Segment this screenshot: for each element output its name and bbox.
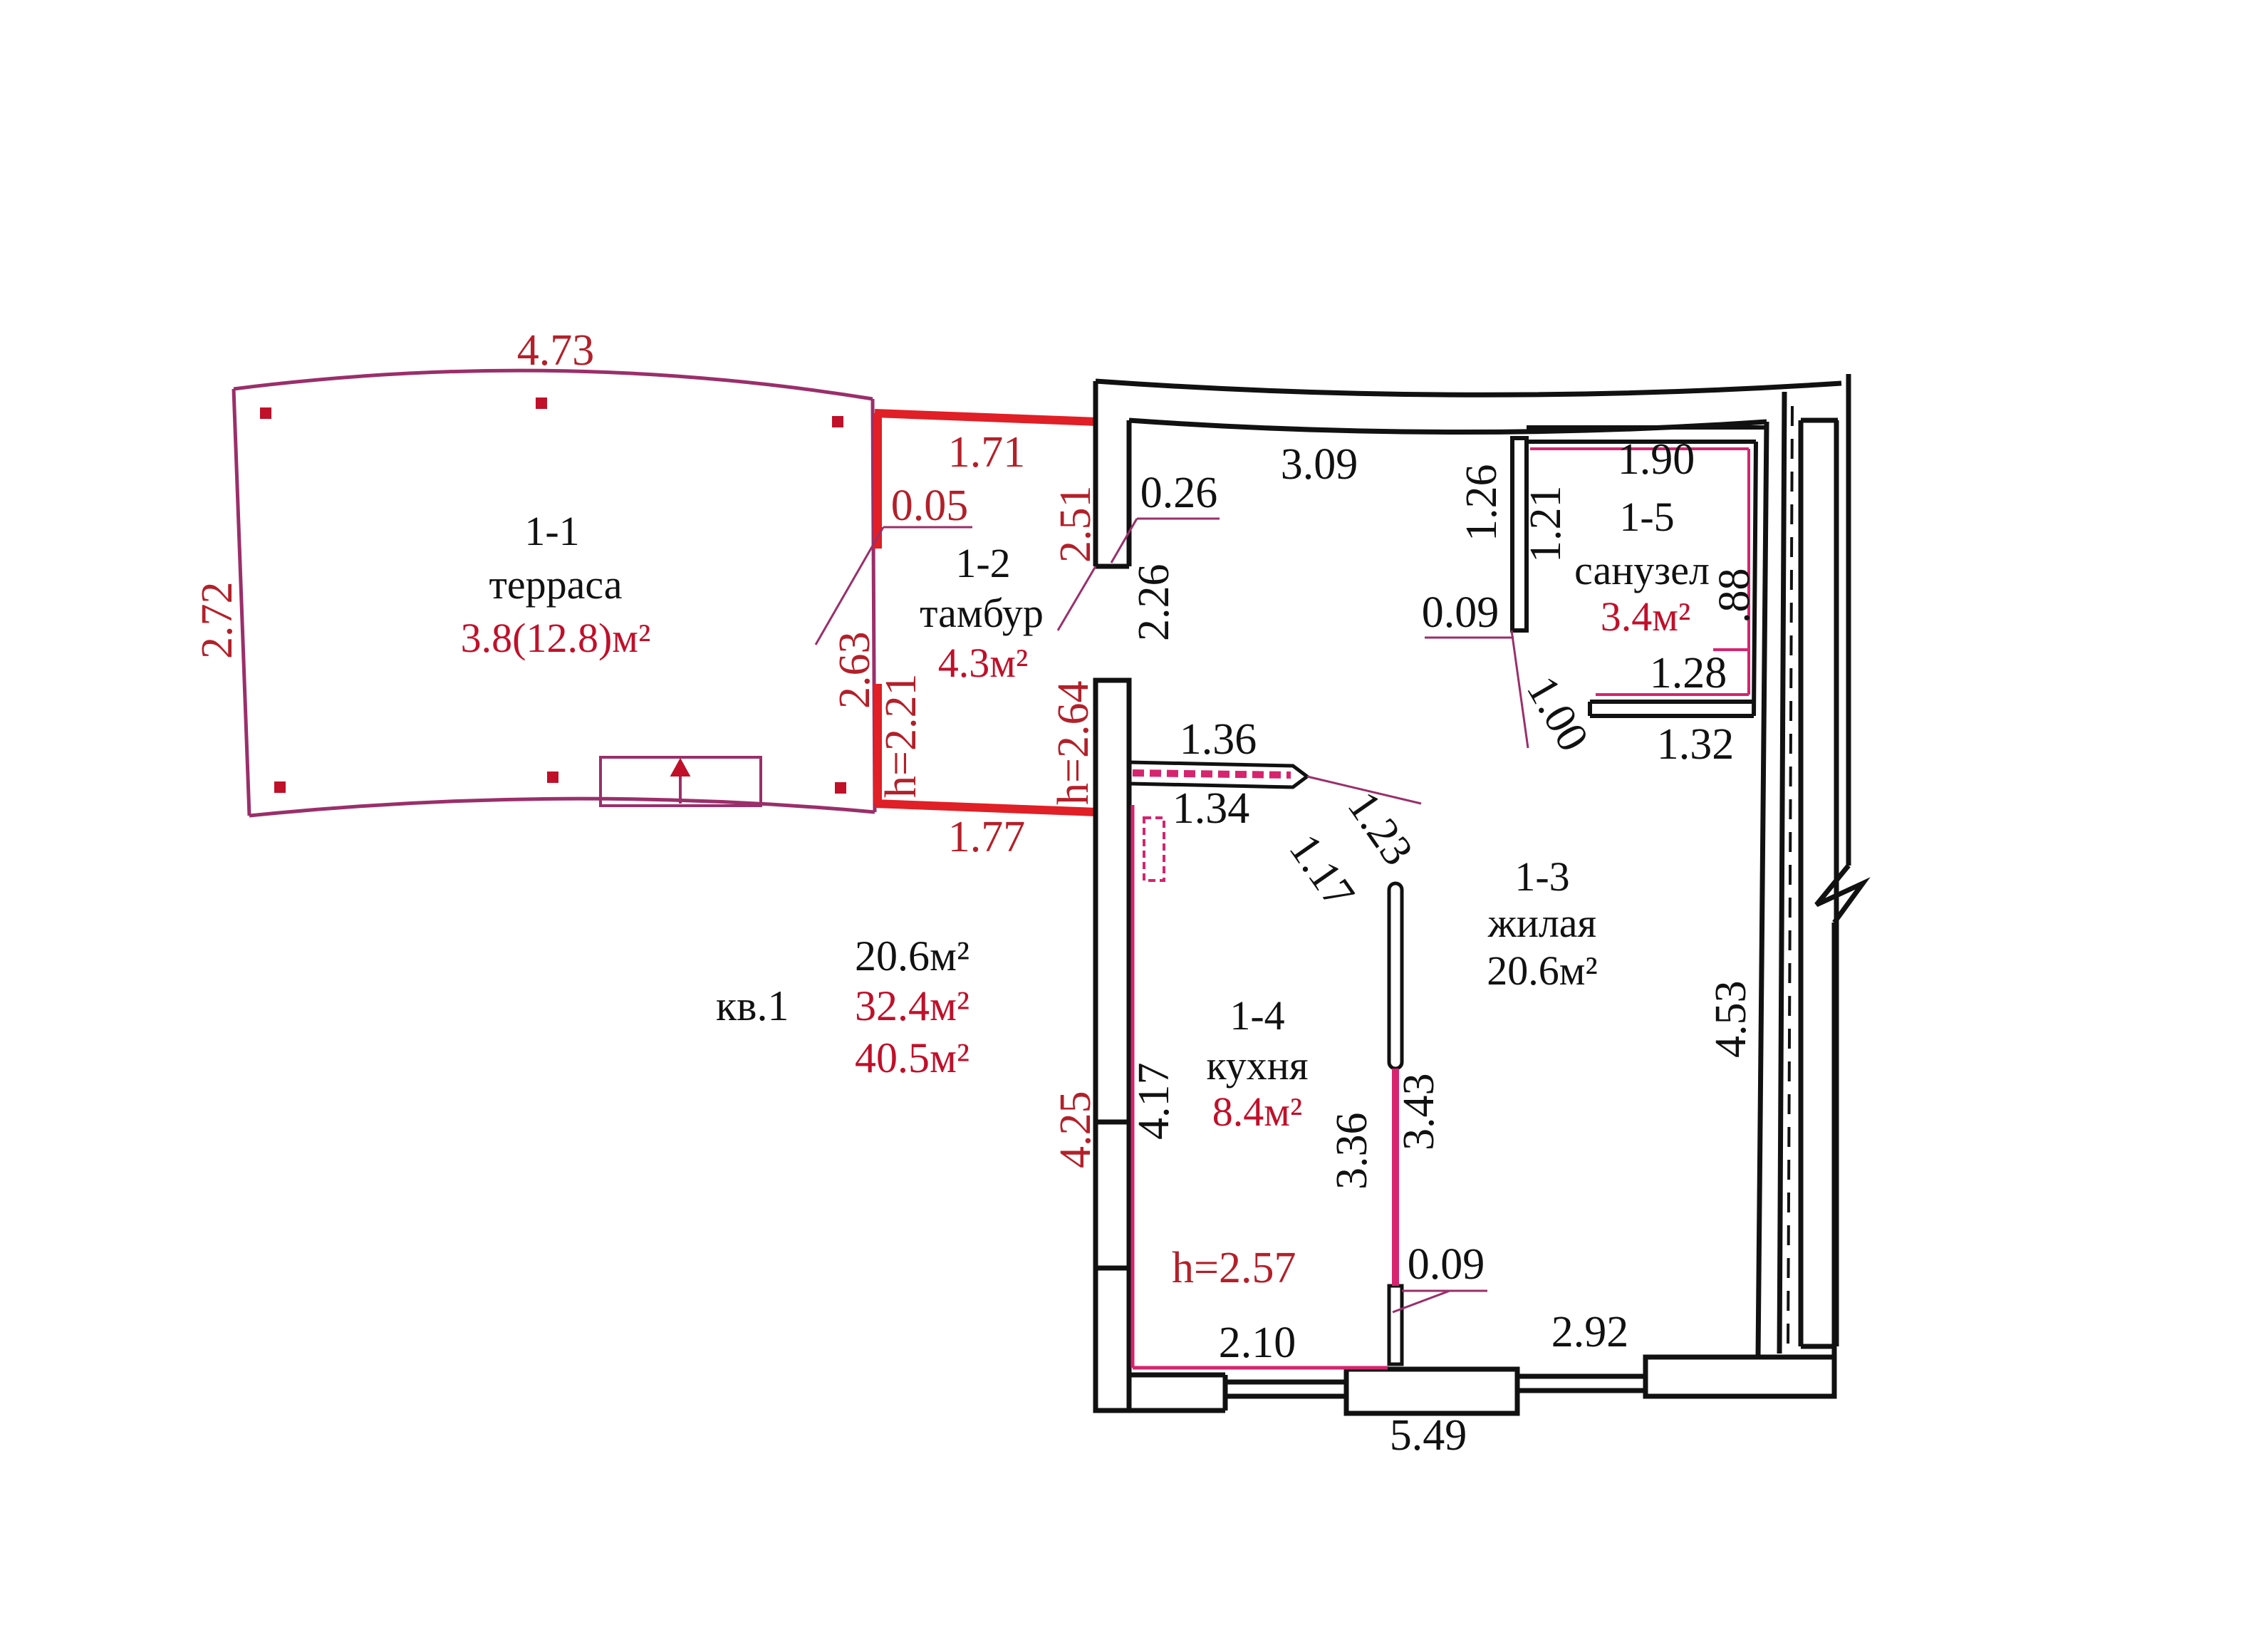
room-1-5-name: санузел [1574, 547, 1710, 593]
dim-kitchen-right: 3.36 [1328, 1113, 1376, 1190]
dim-kitchen-left-outer: 4.25 [1051, 1091, 1100, 1169]
dim-kitchen-left-inner: 4.17 [1130, 1063, 1178, 1141]
bathroom-walls [1510, 425, 1767, 718]
dim-vestibule-right: 2.51 [1051, 486, 1100, 563]
dim-kitchen-door-a: 1.23 [1338, 783, 1423, 874]
dim-bath-top: 1.90 [1618, 435, 1695, 484]
leader-lines [814, 517, 1529, 1314]
total-area: 32.4м² [855, 982, 969, 1029]
height-vestibule-left: h=2.21 [877, 674, 925, 798]
room-1-1-id: 1-1 [524, 508, 579, 554]
dim-vestibule-bottom: 1.77 [948, 813, 1026, 861]
bathroom-partitions [1530, 447, 1750, 696]
room-1-3-name: жилая [1487, 900, 1596, 946]
height-kitchen: h=2.57 [1172, 1244, 1296, 1292]
height-vestibule-right: h=2.64 [1049, 681, 1098, 805]
dim-living-right: 4.53 [1707, 981, 1755, 1059]
room-1-4-name: кухня [1206, 1042, 1308, 1089]
dim-terrace-top: 4.73 [517, 326, 595, 375]
room-1-1-name: терраса [489, 561, 622, 608]
dim-total-bottom: 5.49 [1390, 1411, 1467, 1460]
room-1-2-id: 1-2 [955, 540, 1010, 586]
dim-bath-right: .88 [1710, 568, 1759, 624]
dim-kitchen-door-b: 1.17 [1280, 826, 1364, 917]
dim-bath-inner-bottom: 1.28 [1650, 649, 1727, 697]
living-area-total: 20.6м² [855, 933, 969, 980]
room-1-1-area: 3.8(12.8)м² [461, 615, 651, 661]
dim-kitchen-wall: 0.09 [1408, 1240, 1485, 1289]
dim-bath-wall: 0.09 [1422, 588, 1499, 637]
dim-vestibule-wall-a: 0.05 [891, 482, 969, 530]
terrace-posts [260, 398, 846, 794]
kitchen-partitions [1130, 769, 1399, 1370]
dim-living-left-lower: 3.43 [1395, 1074, 1443, 1151]
ventilation-box [1143, 816, 1165, 882]
dim-kitchen-top-inner: 1.34 [1173, 784, 1250, 833]
dim-kitchen-top: 1.36 [1180, 715, 1257, 764]
dim-bath-door: 1.00 [1517, 668, 1598, 759]
dim-vestibule-top: 1.71 [948, 428, 1026, 477]
dim-vestibule-left: 2.63 [831, 632, 879, 710]
room-1-4-id: 1-4 [1230, 992, 1284, 1039]
vestibule-walls [873, 409, 1098, 816]
dim-bath-left-outer: 1.26 [1457, 464, 1506, 542]
room-1-2-name: тамбур [920, 590, 1044, 636]
dim-living-top: 3.09 [1281, 440, 1358, 489]
room-1-5-area: 3.4м² [1601, 593, 1691, 640]
terrace-steps [599, 756, 762, 807]
full-area: 40.5м² [855, 1034, 969, 1081]
dim-bath-left-inner: 1.21 [1522, 486, 1570, 563]
room-1-5-id: 1-5 [1619, 494, 1674, 540]
dim-living-bottom: 2.92 [1551, 1308, 1629, 1356]
dim-wall-0-26: 0.26 [1140, 469, 1218, 517]
room-1-3-id: 1-3 [1514, 853, 1569, 900]
dim-terrace-left: 2.72 [193, 582, 241, 660]
apartment-label: кв.1 [716, 982, 789, 1029]
room-1-2-area: 4.3м² [938, 640, 1029, 686]
outer-walls [1093, 374, 1871, 1416]
dim-wall-2-26: 2.26 [1130, 564, 1178, 642]
dim-bath-bottom: 1.32 [1657, 720, 1735, 769]
room-1-3-area: 20.6м² [1487, 947, 1598, 994]
dim-kitchen-bottom: 2.10 [1219, 1319, 1296, 1367]
room-1-4-area: 8.4м² [1212, 1089, 1303, 1135]
dashed-wall-line [1787, 405, 1794, 1354]
